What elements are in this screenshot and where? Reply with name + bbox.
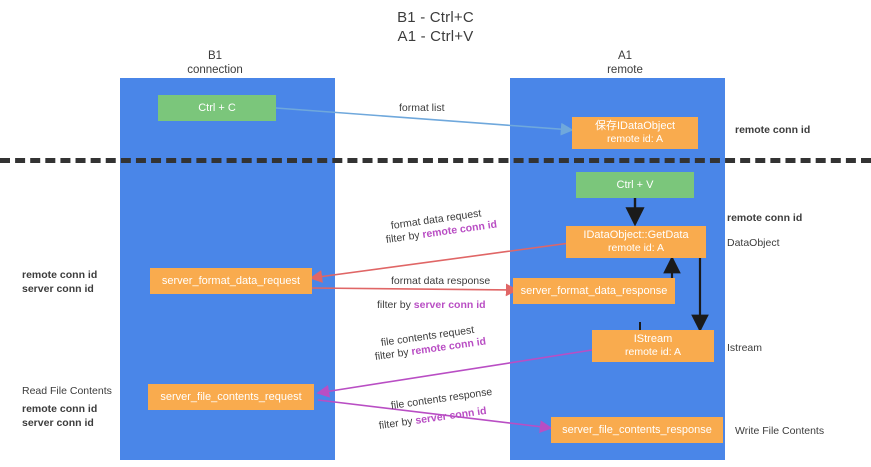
edge-label-format-data-response-filter: filter by server conn id [377,298,486,312]
arrow-file-contents-request [316,349,593,398]
column-header-a1-subtitle: remote [607,64,643,76]
filter-value-server-conn-id: server conn id [413,299,486,311]
annotation-remote-conn-id-top: remote conn id [735,124,811,136]
title-line-1: B1 - Ctrl+C [397,9,474,26]
node-save-dataobject-title: 保存IDataObject [594,120,676,132]
column-header-a1-name: A1 [617,50,633,62]
edge-label-format-list: format list [399,102,445,114]
node-save-dataobject[interactable]: 保存IDataObject remote id: A [572,117,698,149]
edge-label-format-data-response: format data response [391,275,491,287]
annotation-left-remote-conn-id: remote conn id [22,269,98,281]
annotation-left-remote-conn-id-2: remote conn id [22,403,98,415]
arrow-format-data-response [310,283,519,297]
node-istream[interactable]: IStream remote id: A [592,330,714,362]
node-server-file-contents-response-label: server_file_contents_response [562,423,712,436]
filter-prefix: filter by [377,299,414,311]
node-ctrl-v-label: Ctrl + V [616,178,654,191]
node-istream-subtitle: remote id: A [624,346,682,358]
annotation-left-server-conn-id: server conn id [22,283,94,295]
node-getdata-title: IDataObject::GetData [583,229,689,241]
node-getdata-subtitle: remote id: A [607,242,665,254]
annotation-dataobject: DataObject [727,237,780,249]
column-header-b1-subtitle: connection [187,64,243,76]
column-header-b1: B1 connection [155,49,275,77]
node-ctrl-v[interactable]: Ctrl + V [576,172,694,198]
arrow-format-data-request [309,242,571,283]
column-header-b1-name: B1 [207,50,223,62]
annotation-read-file-contents: Read File Contents [22,385,112,397]
annotation-istream: Istream [727,342,763,354]
node-save-dataobject-subtitle: remote id: A [606,133,664,145]
node-ctrl-c[interactable]: Ctrl + C [158,95,276,121]
node-istream-title: IStream [633,333,673,345]
node-server-file-contents-response[interactable]: server_file_contents_response [551,417,723,443]
node-server-file-contents-request-label: server_file_contents_request [160,390,302,403]
node-ctrl-c-label: Ctrl + C [198,101,236,114]
arrow-file-contents-response [317,399,553,434]
node-server-format-data-response-label: server_format_data_response [520,284,668,297]
node-getdata[interactable]: IDataObject::GetData remote id: A [566,226,706,258]
node-server-format-data-request[interactable]: server_format_data_request [150,268,312,294]
arrow-format-list [275,107,574,136]
node-server-format-data-response[interactable]: server_format_data_response [513,278,675,304]
annotation-left-server-conn-id-2: server conn id [22,417,94,429]
title-line-2: A1 - Ctrl+V [397,28,474,45]
annotation-write-file-contents: Write File Contents [735,425,825,437]
column-header-a1: A1 remote [565,49,685,77]
phase-divider [0,158,871,163]
page-title: B1 - Ctrl+C A1 - Ctrl+V [0,8,871,46]
node-server-file-contents-request[interactable]: server_file_contents_request [148,384,314,410]
node-server-format-data-request-label: server_format_data_request [161,274,301,287]
annotation-remote-conn-id-mid: remote conn id [727,212,803,224]
